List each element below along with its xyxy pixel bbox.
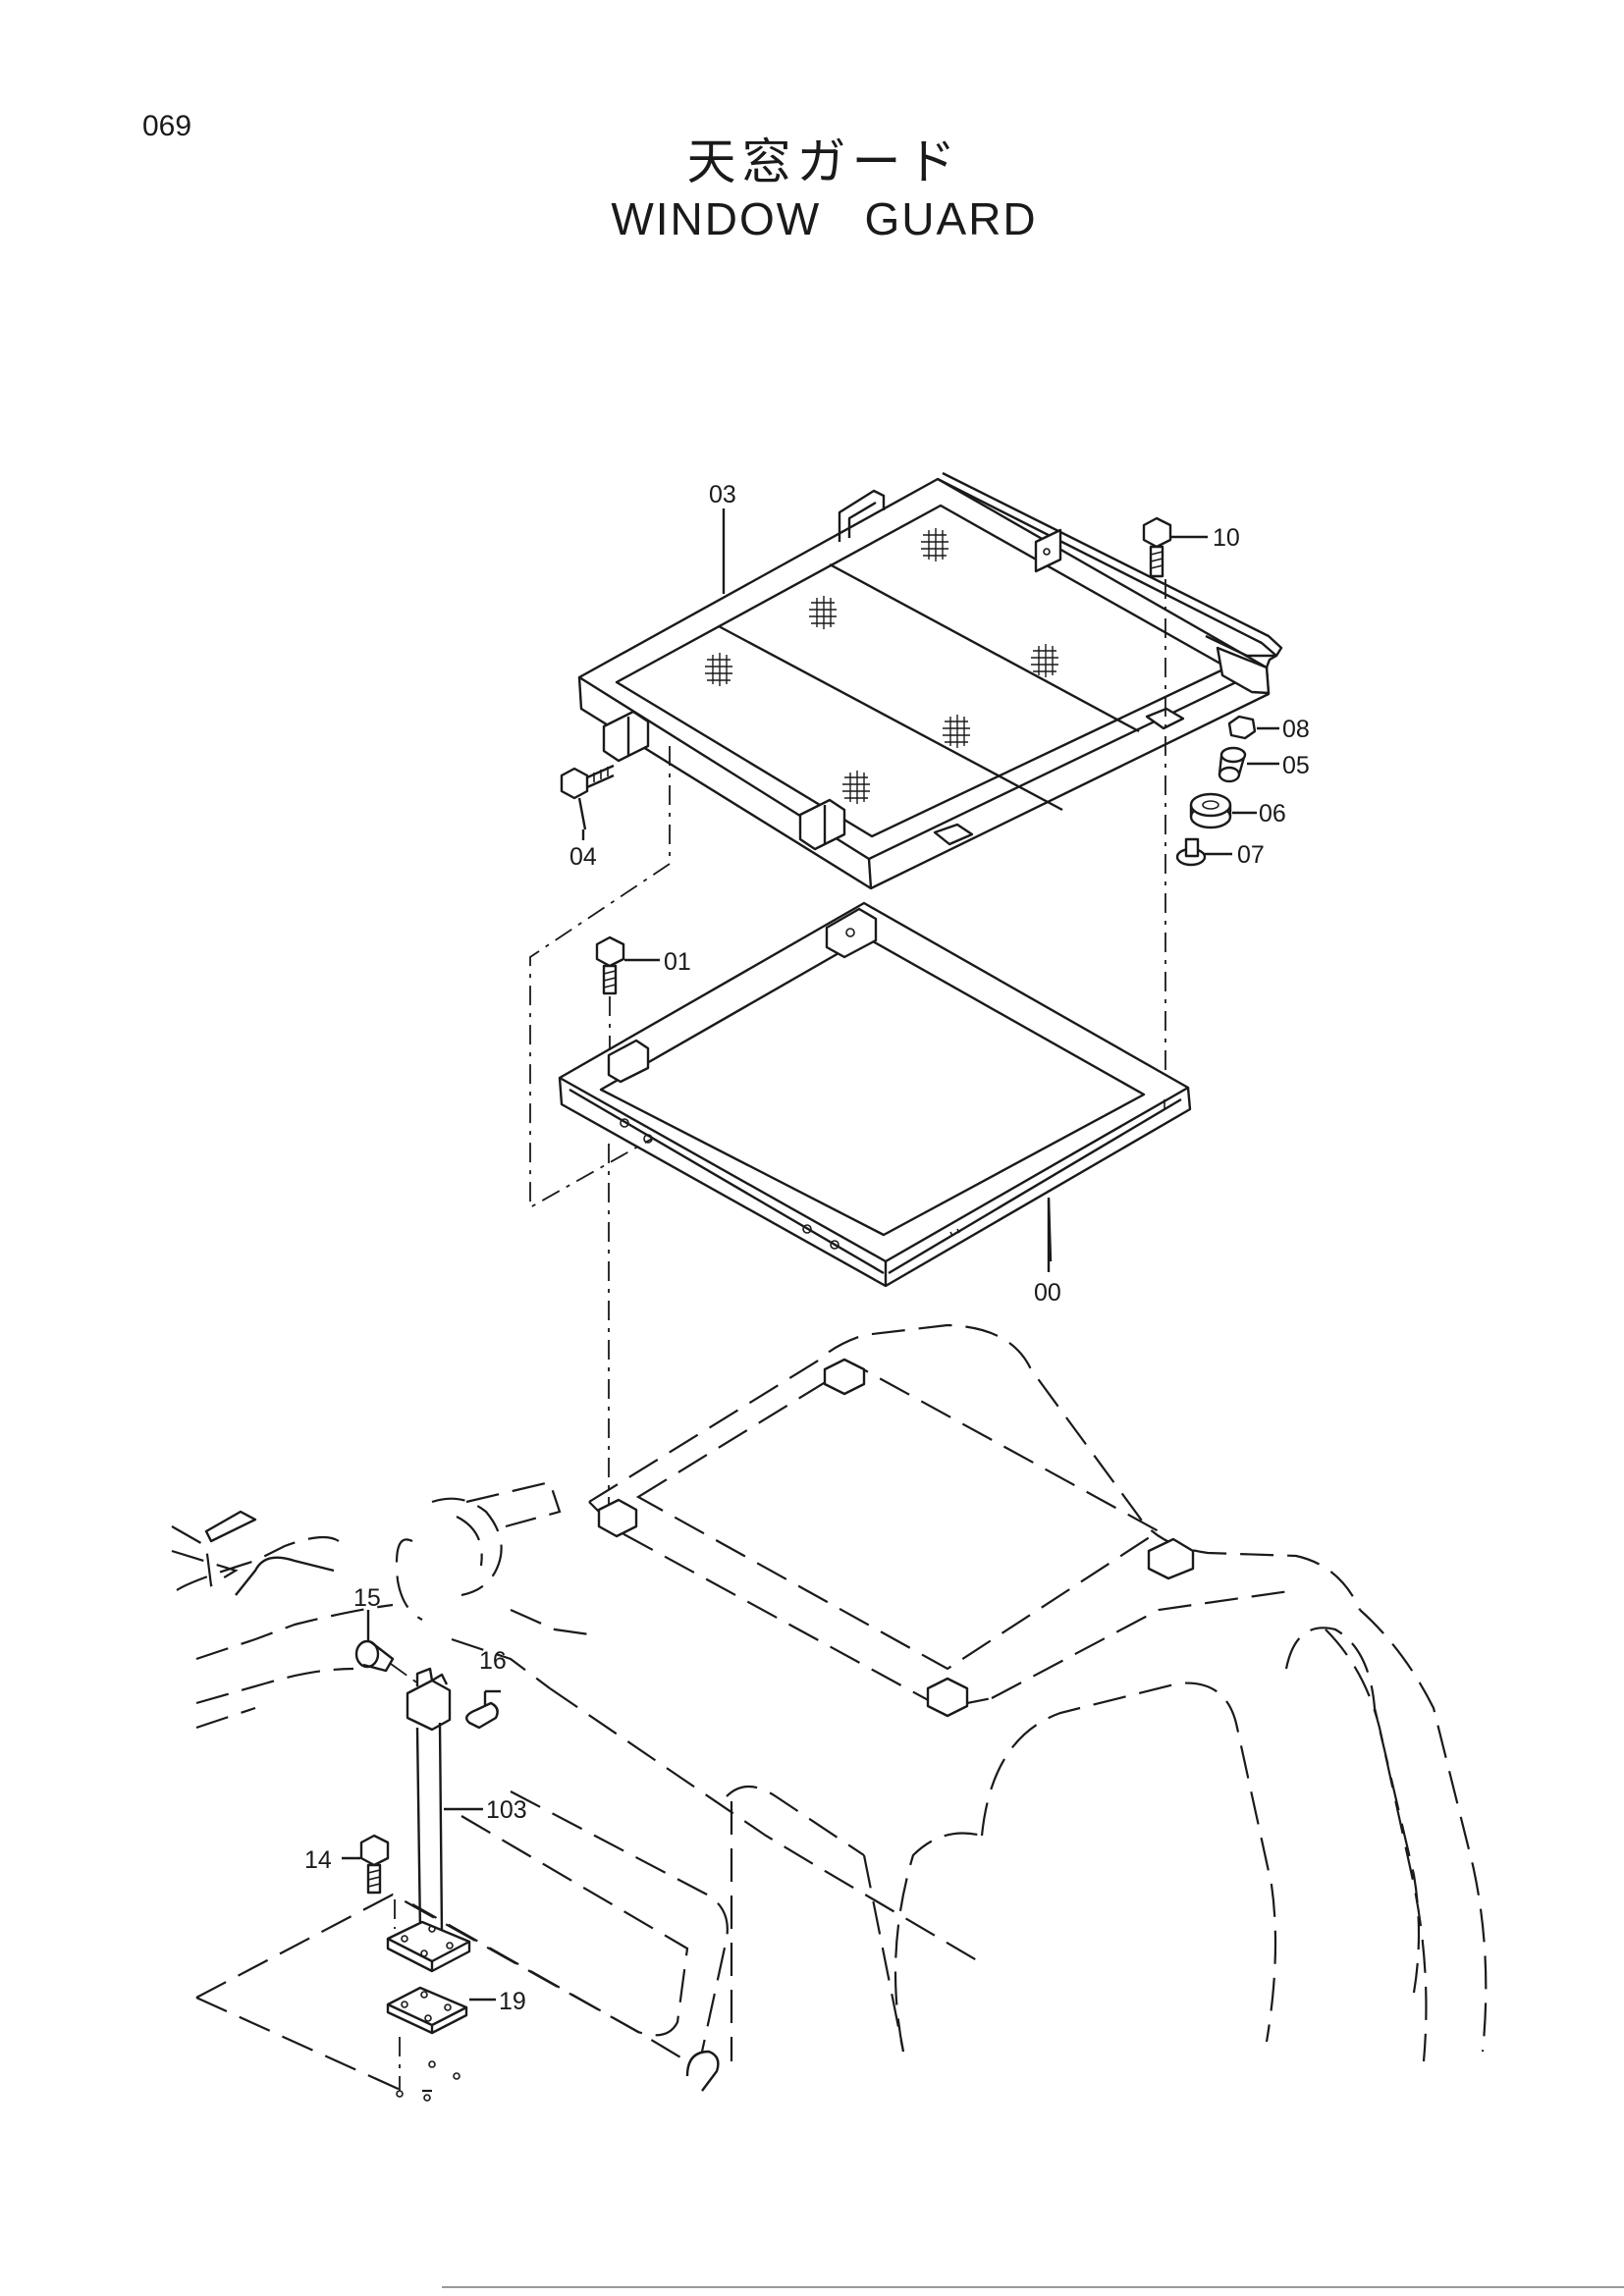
callout-03: 03 — [709, 481, 736, 508]
bolt-14 — [342, 1834, 396, 1929]
callout-00: 00 — [1034, 1279, 1061, 1307]
nut-08 — [1227, 715, 1279, 740]
callout-19: 19 — [499, 1988, 526, 2015]
bolt-07 — [1175, 837, 1232, 867]
cab-outline — [171, 1323, 1488, 2093]
callout-103: 103 — [486, 1796, 527, 1824]
cushion-06 — [1189, 792, 1257, 829]
support-post — [386, 1667, 483, 1973]
callout-06: 06 — [1259, 800, 1286, 828]
callout-05: 05 — [1282, 752, 1310, 779]
callout-07: 07 — [1237, 841, 1265, 869]
callout-10: 10 — [1213, 524, 1240, 552]
bolt-04 — [560, 764, 615, 830]
callout-14: 14 — [304, 1846, 332, 1874]
pin-15 — [354, 1610, 423, 1687]
callout-08: 08 — [1282, 716, 1310, 743]
title-japanese: 天窓ガード — [686, 133, 962, 190]
mesh-patch — [705, 528, 1058, 804]
plate-19 — [386, 1986, 496, 2102]
callout-15: 15 — [353, 1584, 381, 1612]
bushing-05 — [1218, 746, 1279, 783]
callout-16: 16 — [479, 1647, 507, 1675]
callout-01: 01 — [664, 948, 691, 976]
title-block: 天窓ガード WINDOW GUARD — [0, 133, 1624, 246]
bolt-01 — [595, 935, 660, 995]
page-number: 069 — [142, 110, 192, 142]
clip-16 — [465, 1689, 501, 1730]
bolt-10 — [1142, 516, 1208, 578]
title-english: WINDOW GUARD — [611, 193, 1038, 244]
guard-panel — [577, 471, 1283, 890]
mounting-frame — [558, 901, 1192, 1288]
callout-04: 04 — [569, 843, 597, 871]
